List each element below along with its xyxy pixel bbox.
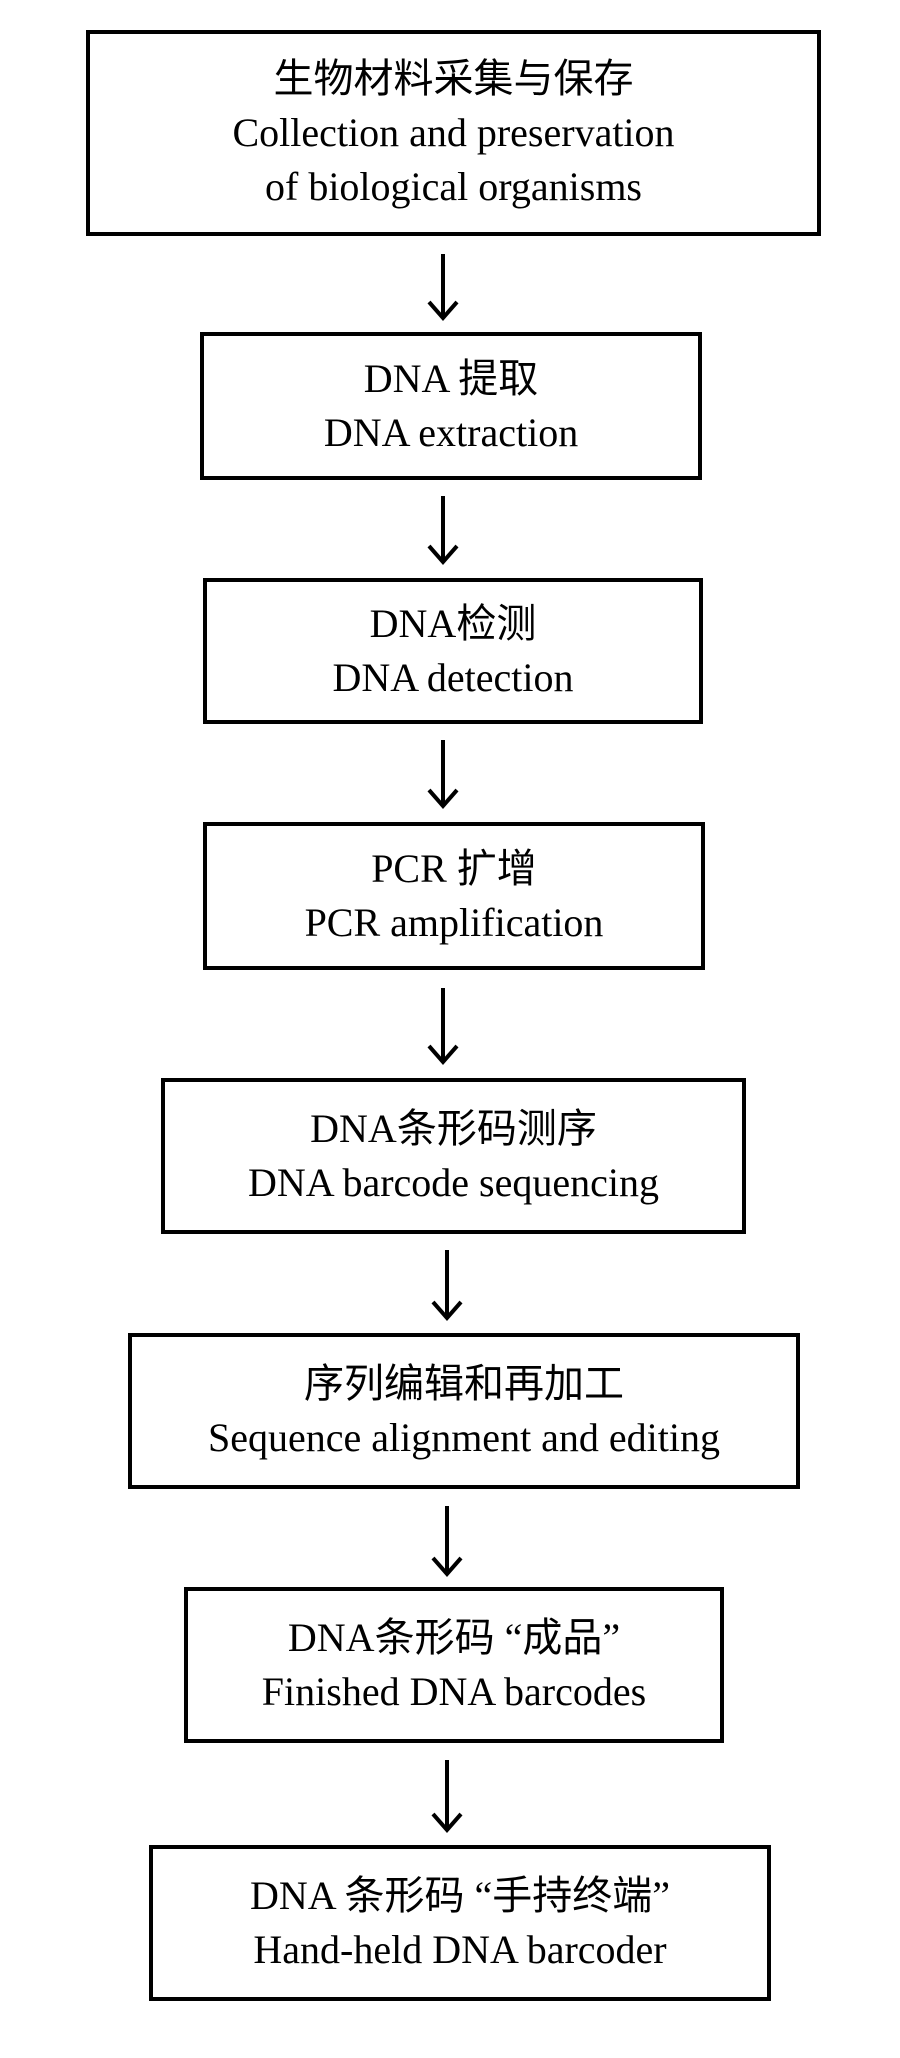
arrow-down-icon [423,254,463,322]
step-handheld-barcoder-title-cn: DNA 条形码 “手持终端” [250,1873,670,1918]
step-sequencing-title-en: DNA barcode sequencing [248,1160,659,1205]
step-detection-box: DNA检测 DNA detection [203,578,703,724]
step-pcr-title-cn: PCR 扩增 [371,846,537,891]
step-editing-box: 序列编辑和再加工 Sequence alignment and editing [128,1333,800,1489]
arrow-down-icon [427,1760,467,1834]
arrow-down-icon [423,496,463,566]
step-handheld-barcoder-box: DNA 条形码 “手持终端” Hand-held DNA barcoder [149,1845,771,2001]
step-detection-title-cn: DNA检测 [369,601,537,646]
step-extraction-title-cn: DNA 提取 [363,356,539,401]
step-sequencing-title-cn: DNA条形码测序 [310,1106,597,1151]
step-finished-barcodes-title-en: Finished DNA barcodes [261,1669,647,1714]
step-extraction-title-en: DNA extraction [323,410,579,455]
step-collection-title-en-1: Collection and preservation [232,110,675,155]
step-editing-title-cn: 序列编辑和再加工 [304,1361,624,1406]
arrow-down-icon [427,1250,467,1322]
step-pcr-title-en: PCR amplification [304,900,604,945]
step-extraction-box: DNA 提取 DNA extraction [200,332,702,480]
step-handheld-barcoder-title-en: Hand-held DNA barcoder [253,1927,667,1972]
step-sequencing-box: DNA条形码测序 DNA barcode sequencing [161,1078,746,1234]
step-pcr-box: PCR 扩增 PCR amplification [203,822,705,970]
step-finished-barcodes-title-cn: DNA条形码 “成品” [287,1615,621,1660]
step-collection-title-cn: 生物材料采集与保存 [273,56,634,101]
step-finished-barcodes-box: DNA条形码 “成品” Finished DNA barcodes [184,1587,724,1743]
step-collection-box: 生物材料采集与保存 Collection and preservation of… [86,30,821,236]
arrow-down-icon [423,740,463,810]
step-collection-title-en-2: of biological organisms [265,164,642,209]
arrow-down-icon [423,988,463,1066]
arrow-down-icon [427,1506,467,1578]
step-editing-title-en: Sequence alignment and editing [207,1415,721,1460]
step-detection-title-en: DNA detection [332,655,574,700]
